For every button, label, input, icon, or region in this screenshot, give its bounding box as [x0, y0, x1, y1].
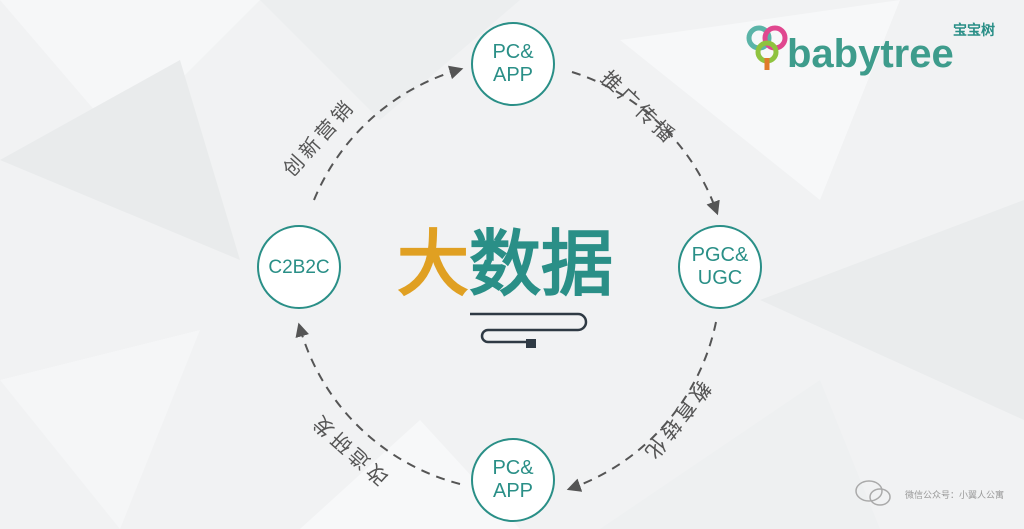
node-top-pc-app: PC& APP [471, 22, 555, 106]
arrow-top-right [571, 71, 720, 216]
babytree-logo-icon [746, 25, 788, 70]
arrow-right-bottom [566, 321, 717, 492]
node-right-pgc-ugc: PGC& UGC [678, 225, 762, 309]
node-left-c2b2c: C2B2C [257, 225, 341, 309]
node-bottom-pc-app: PC& APP [471, 438, 555, 522]
center-title-part2: 数据 [469, 222, 614, 306]
center-title: 大 数据 [397, 224, 613, 304]
cable-plug-icon [470, 312, 588, 348]
watermark-text: 微信公众号：小翼人公寓 [905, 491, 1005, 501]
babytree-logo: 宝宝树 babytree [745, 20, 995, 76]
center-title-part1: 大 [397, 222, 470, 306]
arrow-left-top [313, 65, 464, 201]
wechat-icon [855, 480, 891, 506]
logo-english-name: babytree [787, 32, 954, 76]
logo-chinese-name: 宝宝树 [953, 23, 995, 39]
arrow-bottom-left [295, 322, 461, 485]
